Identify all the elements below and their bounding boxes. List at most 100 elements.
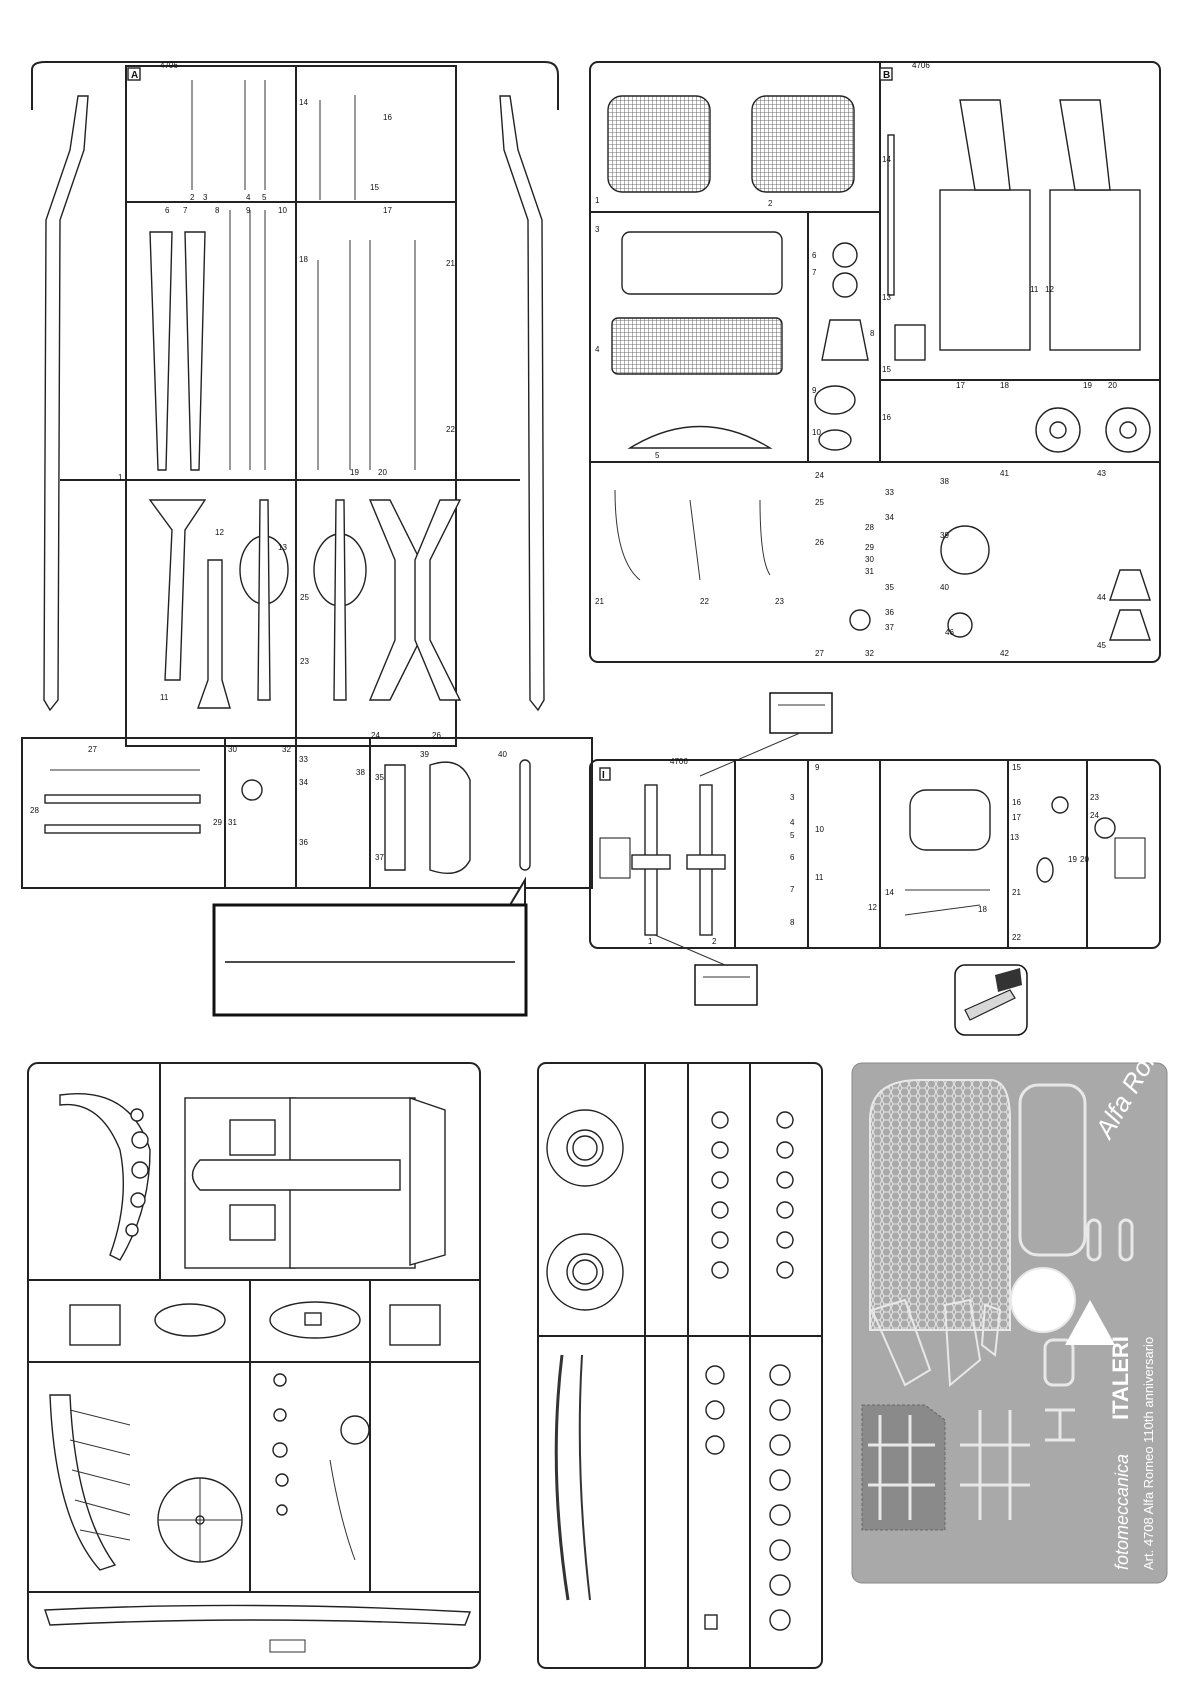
sprue-b-part-45: 45 [1097,641,1106,650]
sprue-i-part-14: 14 [885,888,894,897]
sprue-a-part-17: 17 [383,206,392,215]
sprue-b-part-43: 43 [1097,469,1106,478]
sprue-b-part-23: 23 [775,597,784,606]
sprue-b-part-28: 28 [865,523,874,532]
sprue-a-part-13: 13 [278,543,287,552]
sprue-i-part-18: 18 [978,905,987,914]
sprue-b-part-6: 6 [812,251,817,260]
sprue-b-part-9: 9 [812,386,817,395]
sprue-a-part-23: 23 [300,657,309,666]
sprue-b-part-33: 33 [885,488,894,497]
sprue-a-part-31: 31 [228,818,237,827]
sprue-b-part-11: 11 [1030,285,1039,294]
sprue-b-part-34: 34 [885,513,894,522]
sprue-b-part-21: 21 [595,597,604,606]
sprue-a-part-8: 8 [215,206,220,215]
sprue-i-part-15: 15 [1012,763,1021,772]
etch-maker: ITALERI [1108,1336,1133,1420]
sprue-b-part-46: 46 [945,628,954,637]
sprue-a-part-38: 38 [356,768,365,777]
sprue-i-part-3: 3 [790,793,795,802]
etch-grille-mesh [869,1079,1011,1331]
sprue-b-part-30: 30 [865,555,874,564]
sprue-a-part-11: 11 [160,693,169,702]
sprue-b-part-37: 37 [885,623,894,632]
sprue-i-part-19: 19 [1068,855,1077,864]
etch-article: Art. 4708 Alfa Romeo 110th anniversario [1141,1337,1156,1570]
sprue-b-letter: B [883,70,890,81]
sprue-a-part-10: 10 [278,206,287,215]
sprue-i-part-24: 24 [1090,811,1099,820]
sprue-b-part-8: 8 [870,329,875,338]
sprue-b-part-13: 13 [882,293,891,302]
sprue-i-part-6: 6 [790,853,795,862]
sprue-i: I 4706 1 2 3 4 5 6 7 8 9 10 11 12 13 14 … [589,692,1161,1036]
sprue-i-letter: I [602,770,605,781]
sprue-b-code: 4706 [912,61,930,70]
sprue-b: B 4706 1 2 3 4 5 [589,61,1161,663]
sprue-a-part-28: 28 [30,806,39,815]
photo-etch-fret: Alfa Romeo ITALERI fotomeccanica Art. 47… [851,1010,1183,1584]
sprue-b-part-18: 18 [1000,381,1009,390]
sprue-a-part-30: 30 [228,745,237,754]
sprue-a-part-3: 3 [203,193,208,202]
blank-callout-box [212,903,528,1017]
sprue-b-part-14: 14 [882,155,891,164]
sprue-i-part-12: 12 [868,903,877,912]
sprue-b-part-4: 4 [595,345,600,354]
sprue-a-letter: A [131,70,138,81]
sprue-a-part-16: 16 [383,113,392,122]
sprue-b-part-32: 32 [865,649,874,658]
sprue-b-part-36: 36 [885,608,894,617]
sprue-wheels [537,1062,823,1669]
sprue-b-part-3: 3 [595,225,600,234]
sprue-i-part-16: 16 [1012,798,1021,807]
sprue-a-part-4: 4 [246,193,251,202]
sprue-i-part-20: 20 [1080,855,1089,864]
sprue-body [27,1062,481,1669]
sprue-a-part-36: 36 [299,838,308,847]
sprue-a-part-29: 29 [213,818,222,827]
sprue-a-part-39: 39 [420,750,429,759]
sprue-b-part-16: 16 [882,413,891,422]
sprue-i-part-7: 7 [790,885,795,894]
sprue-a-part-40: 40 [498,750,507,759]
sprue-a-part-34: 34 [299,778,308,787]
sprue-b-part-5: 5 [655,451,660,460]
sprue-i-part-9: 9 [815,763,820,772]
sprue-a-part-22: 22 [446,425,455,434]
sprue-b-part-26: 26 [815,538,824,547]
sprue-a: A 4706 [21,61,593,1017]
sprue-a-part-33: 33 [299,755,308,764]
sprue-i-part-23: 23 [1090,793,1099,802]
sprue-b-part-2: 2 [768,199,773,208]
sprue-b-part-12: 12 [1045,285,1054,294]
sprue-a-part-37: 37 [375,853,384,862]
sprue-a-part-14: 14 [299,98,308,107]
sprue-i-part-13: 13 [1010,833,1019,842]
sprue-i-part-11: 11 [815,873,824,882]
sprue-b-part-29: 29 [865,543,874,552]
sprue-b-part-39: 39 [940,531,949,540]
sprue-a-part-12: 12 [215,528,224,537]
hobby-knife-icon [964,989,1016,1021]
sprue-a-part-19: 19 [350,468,359,477]
sprue-b-part-42: 42 [1000,649,1009,658]
sprue-a-part-35: 35 [375,773,384,782]
sprue-a-part-18: 18 [299,255,308,264]
sprue-b-part-41: 41 [1000,469,1009,478]
sprue-i-code: 4706 [670,757,688,766]
sprue-a-part-7: 7 [183,206,188,215]
sprue-a-part-5: 5 [262,193,267,202]
sprue-i-part-10: 10 [815,825,824,834]
sprue-a-code: 4706 [160,61,178,70]
sprue-b-part-24: 24 [815,471,824,480]
sprue-a-part-1: 1 [118,473,123,482]
sprue-a-part-25: 25 [300,593,309,602]
sprue-b-part-10: 10 [812,428,821,437]
sprue-b-part-19: 19 [1083,381,1092,390]
sprue-b-part-1: 1 [595,196,600,205]
sprue-b-part-40: 40 [940,583,949,592]
sprue-a-part-24: 24 [371,731,380,740]
sprue-b-part-27: 27 [815,649,824,658]
